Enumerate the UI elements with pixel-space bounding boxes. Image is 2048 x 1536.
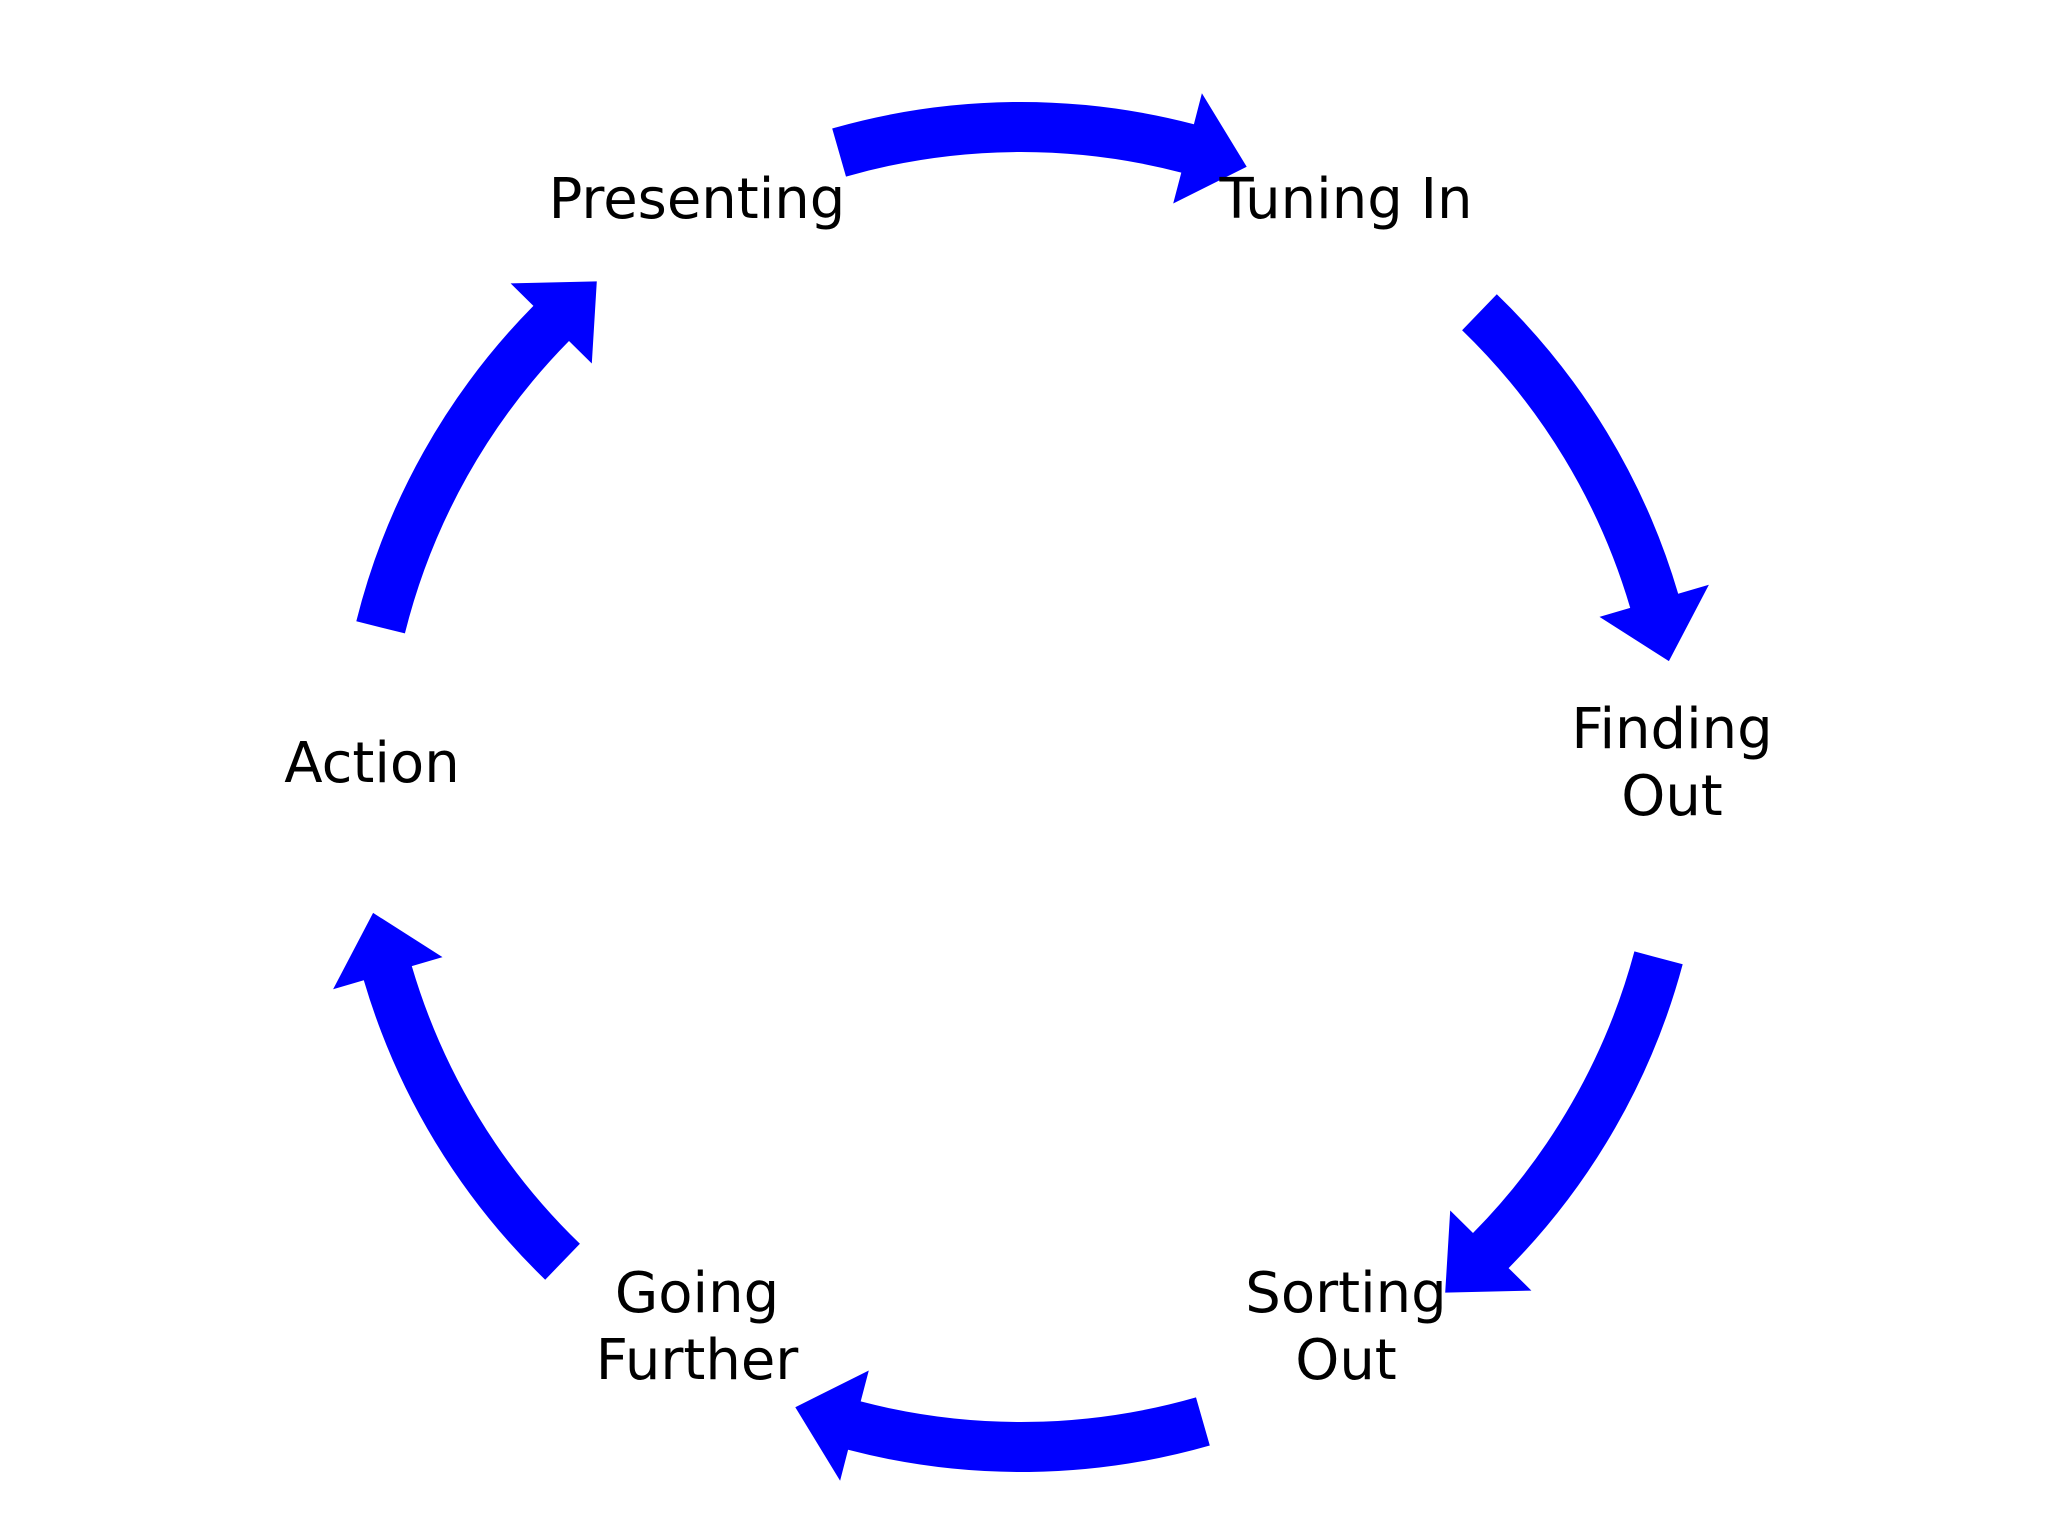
stage-label-finding-out-line1: Finding [1571,697,1772,762]
stage-label-going-further-line1: Going [615,1261,779,1326]
stage-label-sorting-out: Sorting Out [1245,1261,1446,1393]
stage-label-action: Action [284,731,459,796]
cycle-arrow [832,93,1247,204]
stage-label-finding-out-line2: Out [1621,764,1723,829]
stage-label-sorting-out-line2: Out [1295,1328,1397,1393]
stage-label-finding-out: Finding Out [1571,697,1772,829]
stage-label-presenting: Presenting [549,167,846,232]
cycle-arrow [1445,951,1683,1293]
cycle-arrow [333,912,580,1280]
stage-label-sorting-out-line1: Sorting [1245,1261,1446,1326]
cycle-arrow [795,1370,1210,1481]
cycle-arrow [1462,294,1709,662]
stage-label-going-further-line2: Further [596,1328,800,1393]
stage-label-going-further: Going Further [596,1261,800,1393]
stage-label-tuning-in: Tuning In [1218,167,1472,232]
cycle-arrows [333,93,1709,1481]
cycle-arrow [356,281,597,634]
